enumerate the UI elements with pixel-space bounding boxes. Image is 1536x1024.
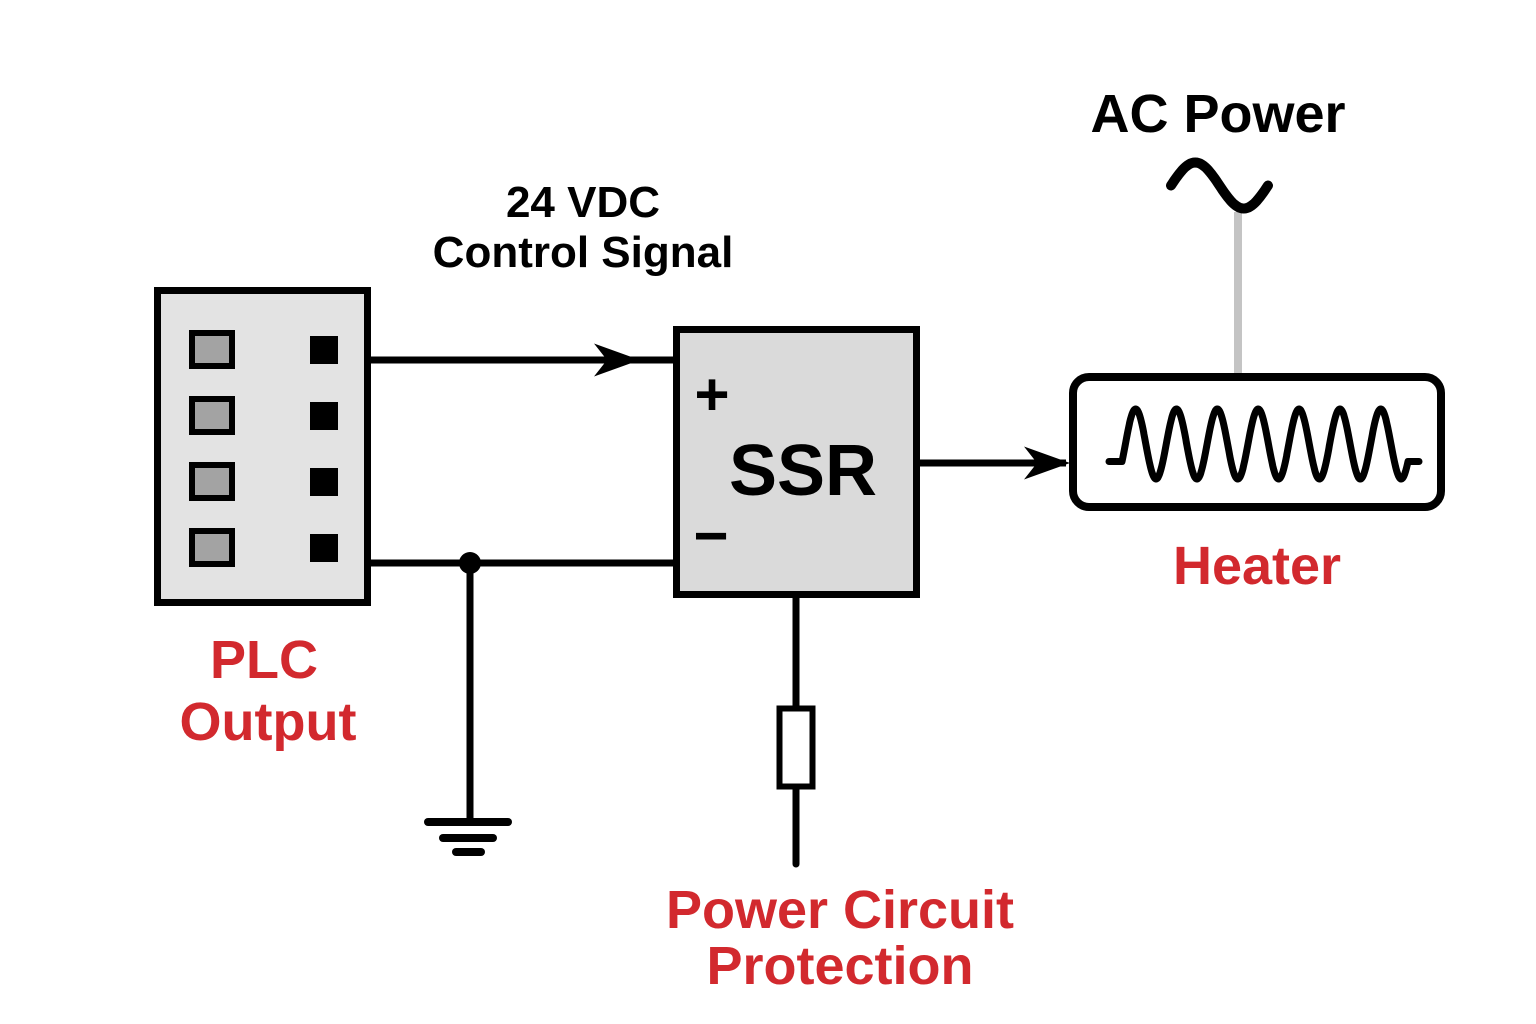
protection-label-line2: Protection [706,936,973,996]
heater-coil-icon [1105,405,1423,483]
ssr-plus-terminal-label: + [694,361,729,428]
plc-terminal [310,336,338,364]
ssr-block: + − SSR [673,326,920,598]
plc-indicator [189,330,235,369]
ac-power-label: AC Power [1090,84,1345,144]
ssr-label: SSR [729,431,877,511]
plc-terminal [310,468,338,496]
plc-indicator [189,528,235,567]
fuse-icon [776,705,816,790]
ground-icon [424,818,512,856]
plc-indicator [189,462,235,501]
ssr-minus-terminal-label: − [693,502,728,569]
plc-terminal [310,534,338,562]
protection-label-line1: Power Circuit [666,880,1014,940]
heater-box [1069,373,1445,511]
plc-indicator [189,396,235,435]
arrowhead-icon [1024,446,1070,480]
ac-sine-icon [1166,157,1273,214]
signal-label-line1: 24 VDC [506,178,660,227]
arrowhead-icon [594,343,640,377]
heater-block [1069,373,1445,511]
plc-label-line2: Output [180,692,357,752]
plc-label-line1: PLC [210,630,318,690]
plc-terminal [310,402,338,430]
signal-label-line2: Control Signal [433,228,734,277]
heater-label: Heater [1173,536,1341,596]
plc-block [154,287,371,606]
ssr-box [673,326,920,598]
